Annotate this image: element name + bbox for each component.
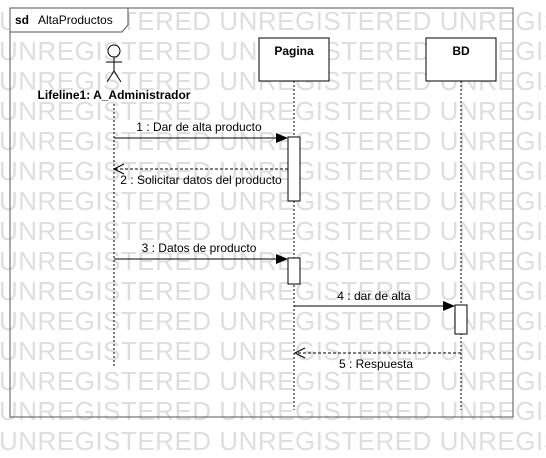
message-5[interactable]: 5 : Respuesta — [293, 347, 461, 371]
frame-title: sd AltaProductos — [15, 11, 113, 28]
message-4-label: 4 : dar de alta — [337, 289, 411, 303]
activation-pagina-2 — [287, 257, 301, 285]
lifeline-label-pagina: Pagina — [274, 44, 314, 58]
message-1[interactable]: 1 : Dar de alta producto — [114, 120, 288, 143]
actor-label: Lifeline1: A_Administrador — [38, 88, 191, 102]
message-5-label: 5 : Respuesta — [339, 357, 413, 371]
message-4[interactable]: 4 : dar de alta — [294, 289, 455, 311]
frame-border — [9, 7, 514, 418]
message-2[interactable]: 2 : Solicitar datos del producto — [112, 163, 288, 187]
lifeline-head-bd[interactable] — [425, 37, 497, 82]
frame-name: AltaProductos — [38, 13, 113, 27]
frame-keyword: sd — [15, 13, 29, 27]
activation-pagina-1 — [287, 136, 301, 202]
message-1-label: 1 : Dar de alta producto — [136, 120, 262, 134]
lifeline-label-bd: BD — [452, 44, 470, 58]
message-3-label: 3 : Datos de producto — [142, 241, 257, 255]
message-2-label: 2 : Solicitar datos del producto — [120, 173, 282, 187]
actor-icon[interactable] — [106, 44, 122, 83]
message-3[interactable]: 3 : Datos de producto — [114, 241, 288, 264]
frame-tab — [9, 7, 129, 33]
activation-bd — [454, 304, 468, 335]
